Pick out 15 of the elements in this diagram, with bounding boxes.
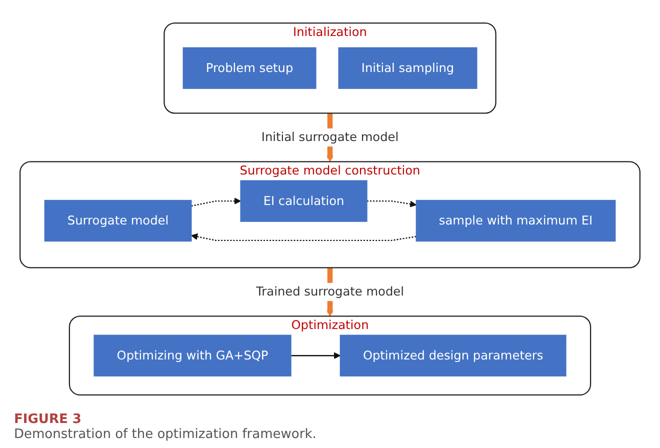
arrow: [191, 198, 241, 207]
node-box: Surrogate model: [44, 200, 192, 242]
node-box: sample with maximum EI: [416, 200, 616, 242]
node-box: EI calculation: [240, 180, 368, 222]
node-box: Optimized design parameters: [340, 334, 566, 376]
figure-caption: Demonstration of the optimization framework.: [14, 427, 318, 442]
node-box: Optimizing with GA+SQP: [94, 334, 292, 376]
arrow: [290, 352, 341, 359]
arrow: [191, 233, 416, 242]
node-box: Initial sampling: [338, 47, 478, 89]
arrow: [366, 200, 416, 208]
node-box: Problem setup: [182, 47, 316, 89]
edge-label: Initial surrogate model: [261, 130, 399, 144]
figure-label: FIGURE 3: [14, 412, 82, 427]
edge-label: Trained surrogate model: [256, 284, 404, 299]
